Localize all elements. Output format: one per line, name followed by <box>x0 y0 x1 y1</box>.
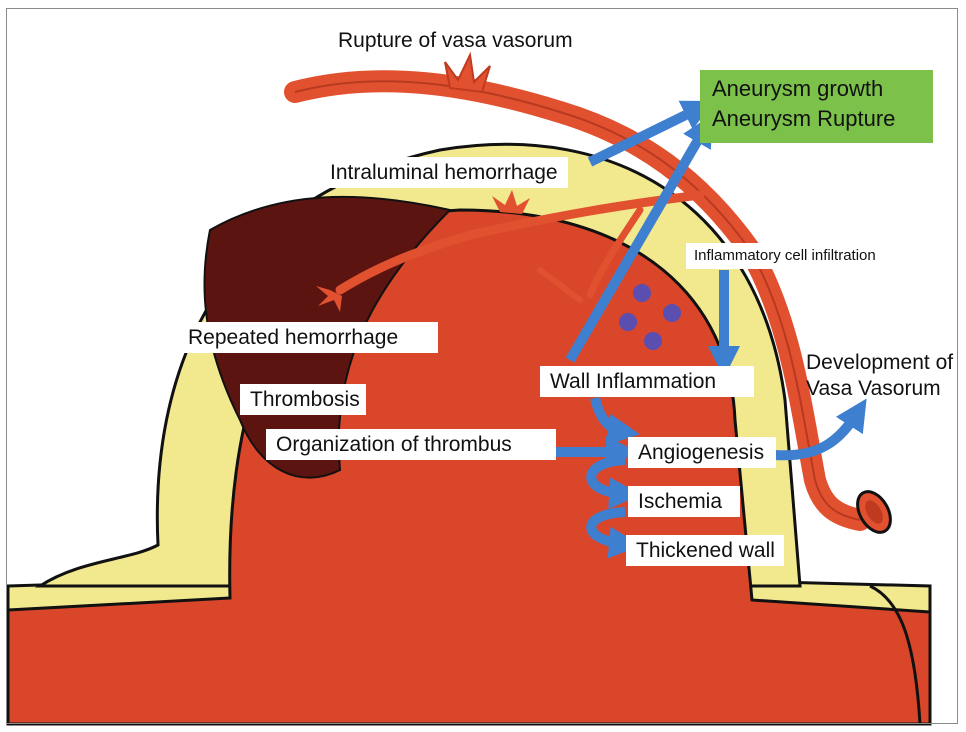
label-intraluminal-hemorrhage: Intraluminal hemorrhage <box>320 157 568 188</box>
label-development-1: Development of <box>806 350 953 375</box>
label-repeated-hemorrhage: Repeated hemorrhage <box>178 322 438 353</box>
label-inflammatory-infiltration: Inflammatory cell infiltration <box>686 243 884 269</box>
label-development-2: Vasa Vasorum <box>806 376 941 401</box>
label-ischemia: Ischemia <box>628 486 740 517</box>
label-rupture-vasa: Rupture of vasa vasorum <box>338 28 573 53</box>
rupture-burst-top <box>445 55 490 92</box>
outcome-growth: Aneurysm growth <box>712 74 921 104</box>
outcome-box: Aneurysm growth Aneurysm Rupture <box>700 70 933 143</box>
label-wall-inflammation: Wall Inflammation <box>540 366 754 397</box>
outcome-rupture: Aneurysm Rupture <box>712 104 921 134</box>
label-thickened-wall: Thickened wall <box>626 535 784 566</box>
label-angiogenesis: Angiogenesis <box>628 437 776 468</box>
label-organization-thrombus: Organization of thrombus <box>266 429 556 460</box>
label-thrombosis: Thrombosis <box>240 384 366 415</box>
